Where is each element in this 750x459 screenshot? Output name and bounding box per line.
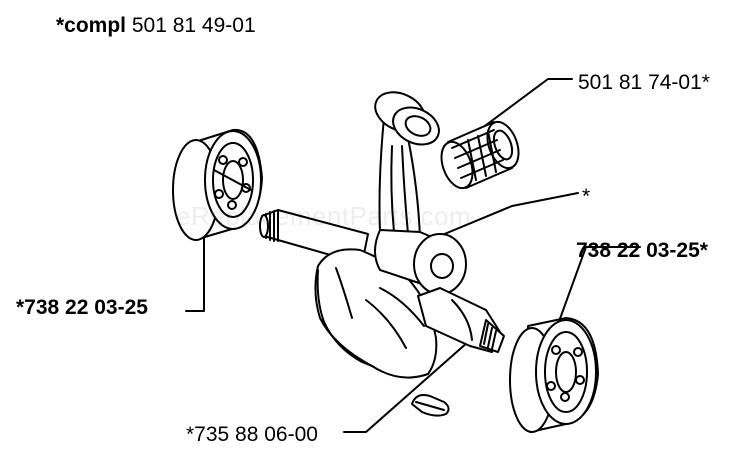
leader-needle-bearing [470, 79, 572, 137]
assembly-part-number: *compl 501 81 49-01 [56, 15, 256, 36]
right-ball-bearing [510, 318, 598, 432]
left-ball-bearing [173, 130, 262, 240]
callout-left-bearing: *738 22 03-25 [16, 296, 148, 319]
leader-lines [186, 79, 640, 432]
needle-bearing [436, 118, 525, 193]
callout-right-bearing: 738 22 03-25* [576, 239, 708, 262]
woodruff-key [412, 395, 449, 416]
assembly-label-number: 501 81 49-01 [131, 14, 256, 37]
leader-left-bearing [186, 226, 204, 311]
callout-needle-bearing: 501 81 74-01* [578, 71, 710, 94]
callout-woodruff-key: *735 88 06-00 [186, 423, 318, 446]
counterweight [315, 249, 436, 377]
leader-woodruff-key [344, 342, 468, 432]
watermark: eReplacementParts.com [176, 201, 472, 231]
leader-crankshaft [430, 193, 578, 240]
assembly-label-prefix: *compl [56, 14, 127, 37]
crank-pin-disc [414, 234, 466, 294]
callout-crankshaft: * [582, 185, 591, 208]
leader-right-bearing [553, 247, 640, 338]
right-shaft [418, 288, 504, 352]
